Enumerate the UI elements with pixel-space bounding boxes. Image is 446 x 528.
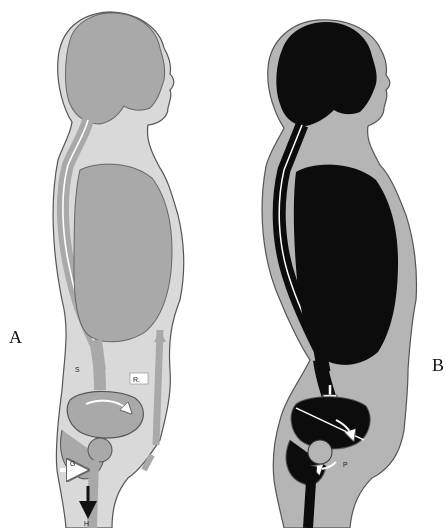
panel-b-pelvis: [291, 397, 370, 449]
panel-a-pelvis: [67, 391, 143, 438]
panel-b-figure: P: [262, 20, 416, 528]
panel-a-figure: R. S G H: [53, 12, 184, 528]
panel-a-abdominal-arrow: [156, 330, 160, 445]
panel-b-femur: [308, 466, 312, 528]
panel-a-label-r: R.: [133, 377, 140, 384]
panel-a-head: [66, 13, 165, 124]
panel-b-label: B: [432, 355, 444, 376]
panel-a-femur: [92, 460, 94, 528]
panel-a-lower-spine: [96, 340, 100, 390]
panel-a-label-g: G: [70, 461, 75, 468]
panel-b-label-p: P: [343, 462, 348, 469]
panel-a-thorax: [74, 164, 172, 342]
panel-a-label: A: [9, 327, 22, 348]
panel-a-label-h: H: [84, 521, 89, 528]
panel-a-label-s: S: [75, 367, 80, 374]
panel-b-thorax: [294, 165, 398, 365]
